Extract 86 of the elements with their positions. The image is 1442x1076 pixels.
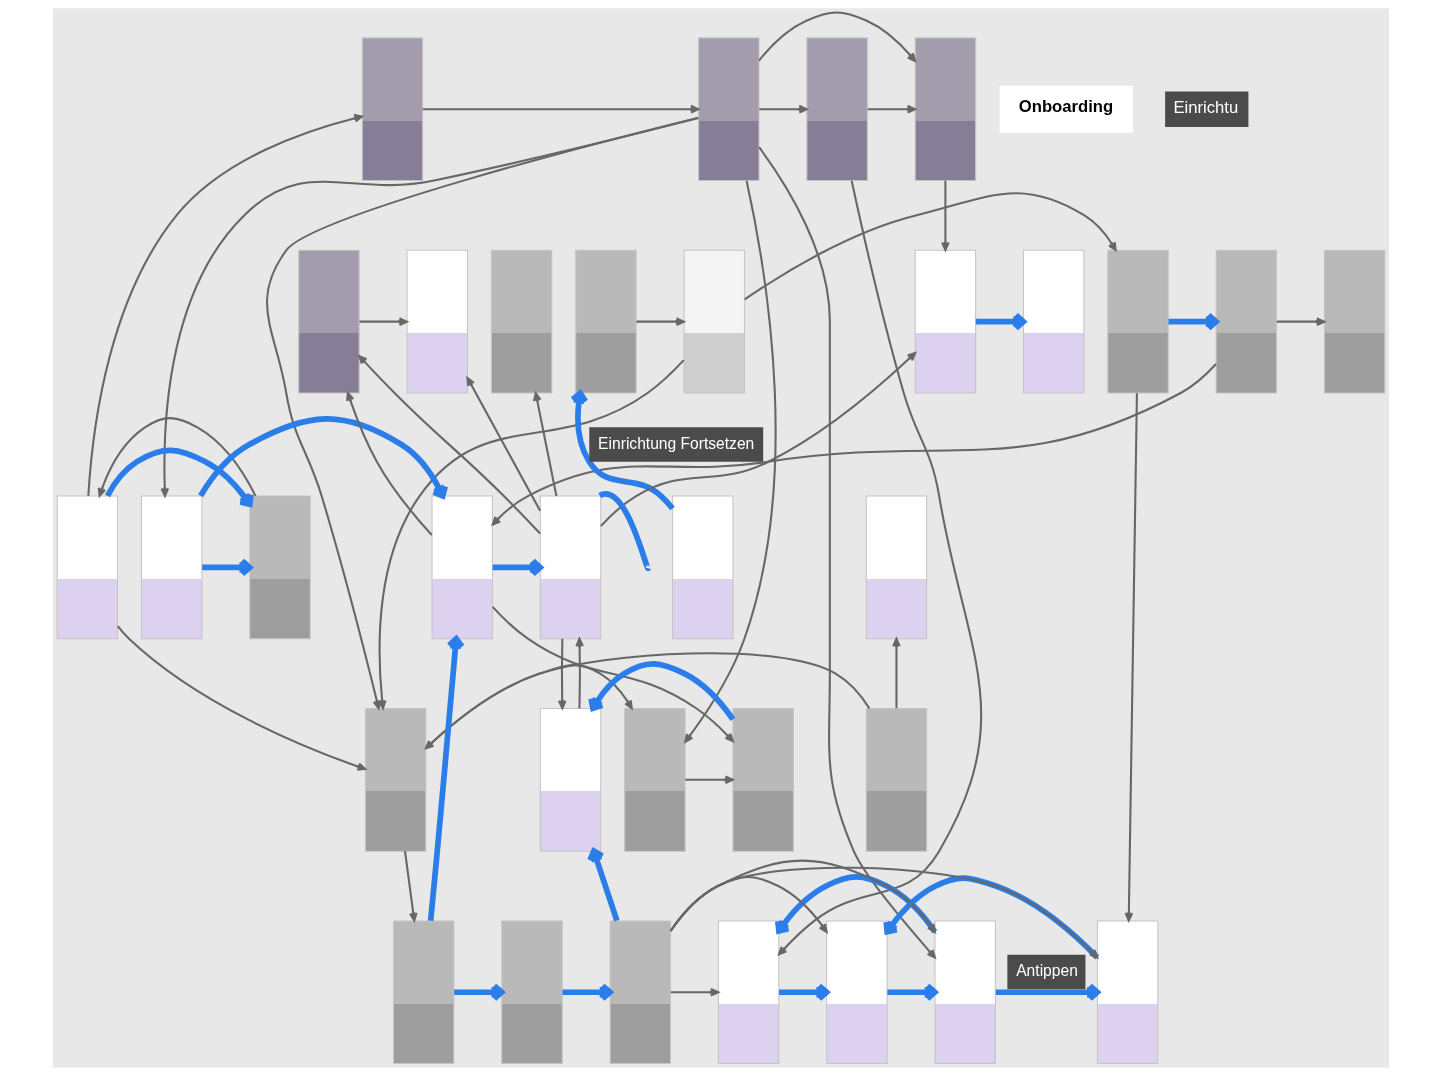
arrow	[492, 558, 543, 577]
arrow	[975, 312, 1027, 331]
arrow	[491, 363, 1217, 526]
node-picture	[1215, 249, 1278, 394]
node-picture	[56, 495, 119, 640]
arrow	[116, 625, 367, 771]
arrow	[941, 180, 950, 251]
node-picture	[141, 495, 203, 640]
node-picture	[393, 920, 455, 1065]
edge-label: Antippen	[1016, 962, 1078, 980]
node-picture	[1107, 249, 1169, 394]
arrow	[670, 987, 720, 997]
arrow	[758, 11, 917, 63]
arrow	[575, 637, 584, 709]
node-picture	[364, 707, 427, 852]
arrow	[403, 851, 418, 922]
node-picture	[249, 495, 311, 640]
label: Einrichtu	[1173, 98, 1239, 118]
node-picture	[406, 249, 468, 394]
node-picture	[539, 495, 602, 640]
arrow	[427, 635, 465, 921]
edge-label: Einrichtung Fortsetzen	[598, 434, 755, 452]
arrow	[1276, 317, 1326, 326]
node-picture	[914, 249, 977, 394]
node-picture	[1096, 920, 1159, 1065]
node-picture	[609, 920, 671, 1065]
node-picture	[1323, 249, 1386, 394]
arrow	[104, 447, 254, 508]
node-picture	[914, 37, 977, 182]
arrow	[422, 104, 700, 114]
arrow	[569, 390, 675, 511]
arrow	[887, 982, 938, 1002]
connector	[598, 491, 651, 570]
arrow	[1168, 312, 1219, 331]
node-picture	[806, 37, 868, 182]
arrow	[466, 376, 542, 512]
arrow	[198, 416, 449, 499]
node-picture	[539, 707, 602, 852]
arrow	[346, 391, 433, 536]
arrow	[775, 874, 938, 934]
node-picture	[624, 707, 686, 852]
arrow	[454, 982, 505, 1002]
arrow	[87, 113, 364, 496]
arrow	[562, 982, 613, 1002]
arrow	[779, 982, 830, 1002]
arrow	[359, 317, 408, 326]
arrow	[532, 392, 558, 497]
arrow	[1124, 393, 1138, 922]
node-picture	[672, 495, 734, 640]
arrow	[588, 660, 736, 722]
node-picture	[1023, 249, 1085, 394]
arrow	[587, 848, 620, 922]
arrow	[883, 875, 1100, 960]
node-picture	[501, 920, 563, 1065]
arrow	[669, 866, 1099, 959]
arrow	[97, 417, 257, 497]
arrow	[160, 117, 699, 497]
arrow	[636, 317, 685, 326]
arrow	[892, 637, 901, 709]
arrow	[744, 192, 1117, 301]
arrow	[685, 775, 734, 785]
arrow	[600, 351, 917, 527]
arrow	[759, 104, 808, 114]
node-picture	[698, 37, 760, 182]
node-picture	[732, 707, 794, 852]
node-picture	[431, 495, 493, 640]
arrow	[202, 558, 253, 577]
arrow	[491, 606, 734, 743]
node-picture	[865, 707, 928, 852]
node-picture	[683, 249, 745, 394]
arrow	[557, 638, 567, 710]
node-picture	[490, 249, 553, 394]
node-picture	[865, 495, 928, 640]
node-picture	[717, 920, 780, 1065]
node-picture	[361, 37, 424, 182]
node-picture	[298, 249, 360, 394]
arrow	[867, 104, 917, 114]
arrow	[684, 180, 777, 743]
node-picture	[575, 249, 637, 394]
node-picture	[934, 920, 996, 1065]
arrow	[777, 180, 982, 956]
arrow	[377, 359, 685, 710]
arrow	[995, 982, 1101, 1002]
arrow	[358, 354, 541, 535]
arrow	[758, 146, 936, 959]
node-picture	[826, 920, 888, 1065]
